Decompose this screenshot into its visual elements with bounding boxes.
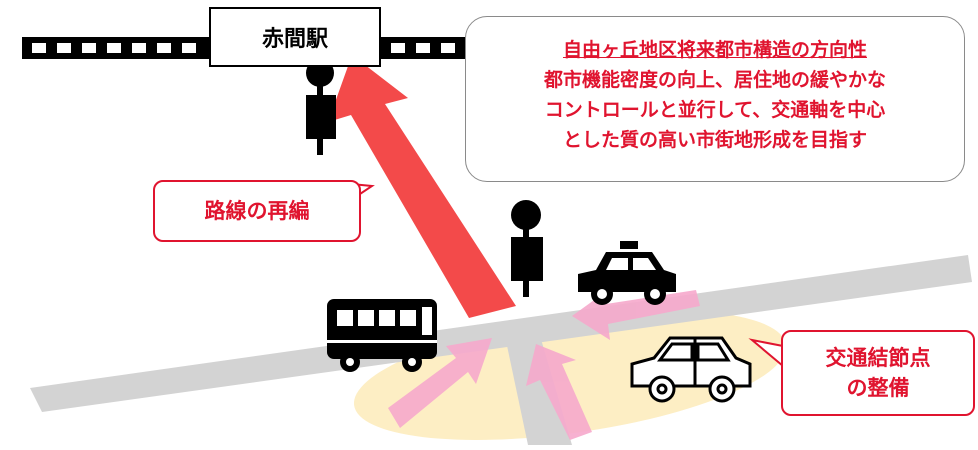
car-icon — [630, 336, 752, 403]
taxi-icon — [578, 241, 676, 305]
direction-line: 都市機能密度の向上、居住地の緩やかな — [543, 69, 886, 91]
bus-icon — [327, 299, 437, 372]
route-reorganization-callout: 路線の再編 — [153, 180, 361, 242]
railway-track — [22, 37, 465, 59]
station-name: 赤間駅 — [261, 27, 328, 52]
person-icon — [511, 200, 543, 297]
person-icon — [306, 59, 336, 155]
node-callout-line2: の整備 — [846, 376, 910, 400]
route-callout-label: 路線の再編 — [204, 199, 310, 223]
direction-line: とした質の高い市街地形成を目指す — [562, 129, 867, 151]
route-arrow — [328, 55, 516, 318]
node-callout-line1: 交通結節点 — [825, 346, 931, 370]
direction-title: 自由ヶ丘地区将来都市構造の方向性 — [562, 39, 867, 61]
direction-line: コントロールと並行して、交通軸を中心 — [544, 99, 886, 121]
transport-node-callout: 交通結節点 の整備 — [781, 330, 975, 416]
main-road — [30, 255, 972, 412]
cross-road — [502, 322, 572, 445]
urban-structure-direction-box: 自由ヶ丘地区将来都市構造の方向性 都市機能密度の向上、居住地の緩やかな コントロ… — [465, 16, 965, 182]
station-name-box: 赤間駅 — [209, 7, 381, 67]
